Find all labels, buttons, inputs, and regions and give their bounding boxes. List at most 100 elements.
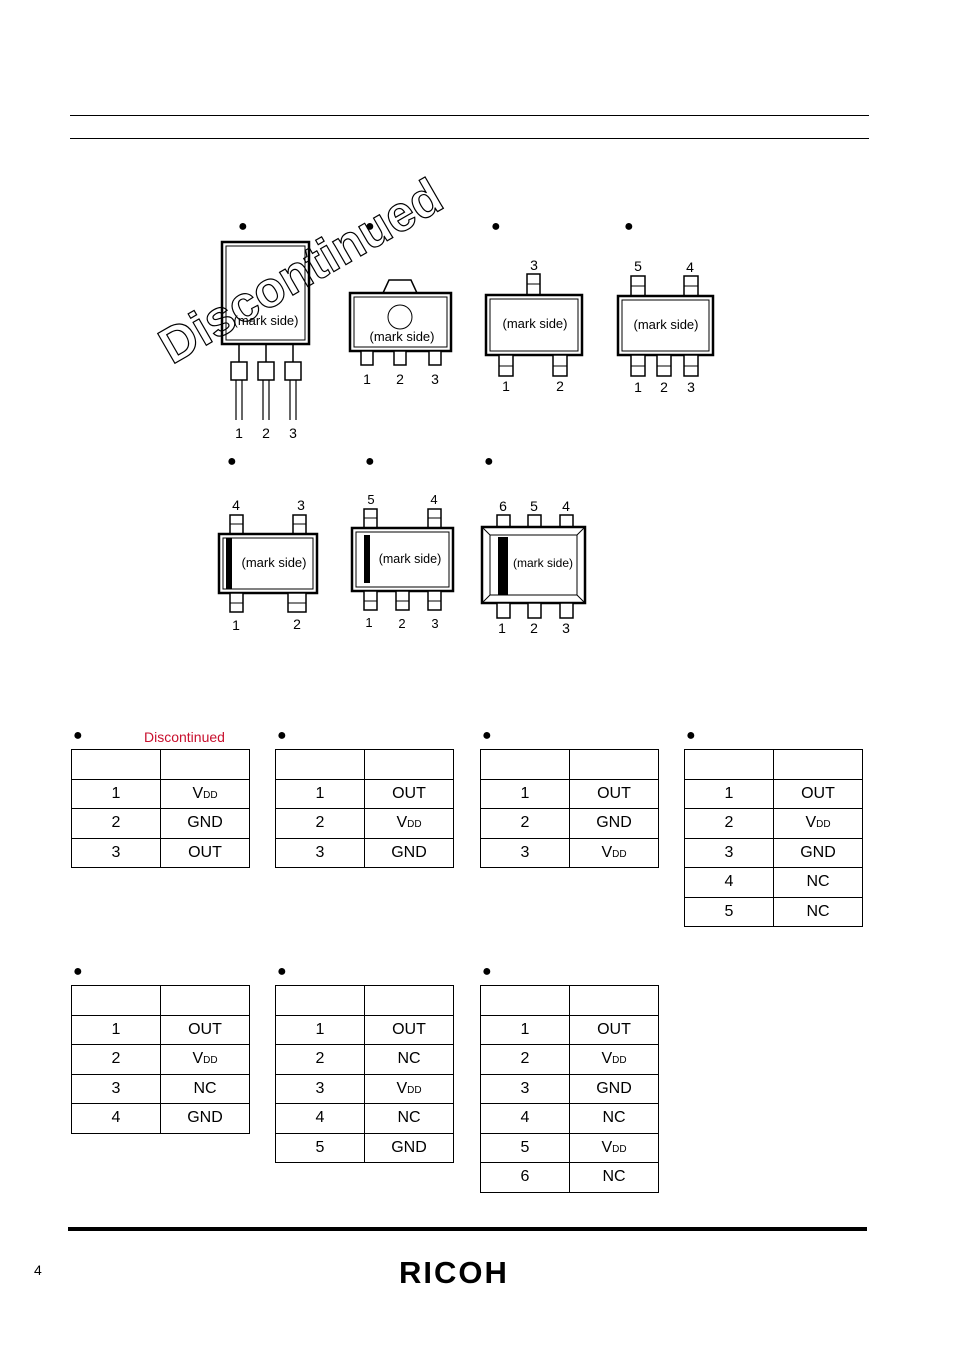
package-diagram-2: (mark side) 1 2 3 [348, 279, 454, 389]
pin-number: 4 [430, 492, 437, 507]
pin-fn: VDD [569, 1044, 659, 1075]
pin-fn: GND [569, 1073, 659, 1104]
pin-no: 2 [480, 808, 570, 839]
pin-number: 1 [235, 425, 243, 441]
pin-number: 2 [293, 616, 301, 632]
pin-number: 2 [262, 425, 270, 441]
pin-fn: GND [773, 837, 863, 868]
pin-number: 3 [530, 257, 538, 273]
package-diagram-3: 3 (mark side) 1 2 [484, 256, 586, 396]
pin-no: 4 [71, 1103, 161, 1134]
bullet-icon: ● [482, 727, 492, 744]
table-header-row [71, 985, 250, 1016]
bullet-icon: ● [73, 727, 83, 744]
pin-no: 2 [71, 808, 161, 839]
pin-number: 1 [365, 615, 372, 630]
pin-fn: GND [364, 837, 454, 868]
pin-fn: GND [160, 1103, 250, 1134]
pin-no: 6 [480, 1162, 570, 1193]
table-header-row [480, 985, 659, 1016]
pin-fn: OUT [364, 1014, 454, 1045]
bullet-icon: ● [484, 453, 494, 470]
table-header-row [480, 749, 659, 780]
pin-number: 1 [498, 620, 506, 636]
pin-fn: GND [569, 808, 659, 839]
bullet-icon: ● [686, 727, 696, 744]
pin-no: 5 [684, 896, 774, 927]
pin-fn: OUT [160, 1014, 250, 1045]
bullet-icon: ● [73, 963, 83, 980]
pin-no: 5 [275, 1132, 365, 1163]
pin-fn: OUT [773, 778, 863, 809]
header-rule-top [70, 115, 869, 116]
page-number: 4 [34, 1262, 42, 1278]
table-header-row [275, 749, 454, 780]
pin-fn: VDD [569, 837, 659, 868]
pin-no: 5 [480, 1132, 570, 1163]
table-header-row [71, 749, 250, 780]
pin-fn: OUT [569, 778, 659, 809]
pin-no: 4 [275, 1103, 365, 1134]
pin-fn: VDD [569, 1132, 659, 1163]
pin-fn: NC [364, 1103, 454, 1134]
pin-no: 2 [684, 808, 774, 839]
pin-number: 4 [232, 497, 240, 513]
pin-number: 4 [562, 498, 570, 514]
pin-number: 1 [634, 379, 642, 395]
mark-side-label: (mark side) [379, 552, 442, 566]
package-diagram-1: (mark side) 1 2 3 [220, 240, 315, 445]
header-rule-bottom [70, 138, 869, 139]
pin-number: 2 [660, 379, 668, 395]
mark-side-label: (mark side) [233, 313, 298, 328]
ricoh-logo: RICOH [399, 1255, 509, 1290]
pin-number: 3 [562, 620, 570, 636]
package-diagram-5: 4 3 (mark side) 1 2 [217, 496, 321, 636]
pin-no: 3 [684, 837, 774, 868]
pin-fn: VDD [160, 1044, 250, 1075]
pin-number: 4 [686, 259, 694, 275]
footer-rule [68, 1227, 867, 1231]
pin-fn: NC [364, 1044, 454, 1075]
mark-side-label: (mark side) [633, 317, 698, 332]
pin-fn: GND [160, 808, 250, 839]
pin-number: 1 [502, 378, 510, 394]
pin-fn: VDD [364, 1073, 454, 1104]
table-header-row [684, 749, 863, 780]
pin-number: 1 [363, 371, 371, 387]
pin-no: 2 [275, 1044, 365, 1075]
pin-no: 1 [480, 1014, 570, 1045]
mark-side-label: (mark side) [241, 555, 306, 570]
bullet-icon: ● [482, 963, 492, 980]
pin-no: 3 [480, 1073, 570, 1104]
pin-no: 3 [275, 1073, 365, 1104]
pin-number: 3 [431, 371, 439, 387]
mark-side-label: (mark side) [513, 556, 573, 570]
pin-number: 3 [687, 379, 695, 395]
pin-no: 3 [71, 1073, 161, 1104]
package-diagram-4: 5 4 (mark side) 1 2 3 [616, 256, 718, 396]
pin-no: 1 [71, 778, 161, 809]
pin-fn: VDD [773, 808, 863, 839]
